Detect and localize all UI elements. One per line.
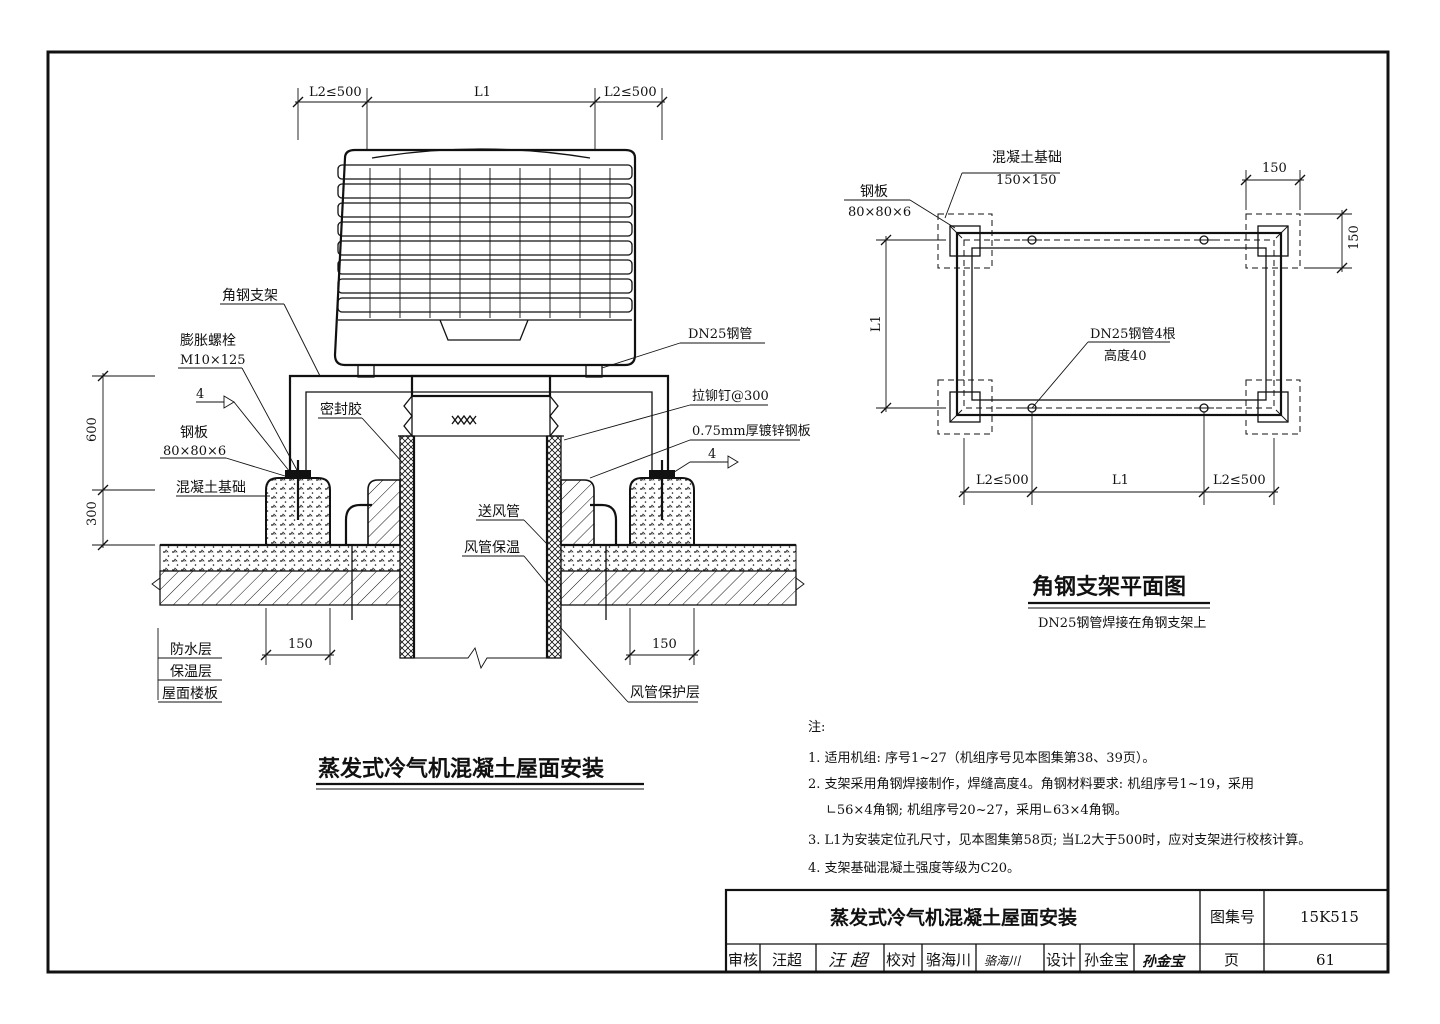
bottom-dims: 150 150	[260, 608, 700, 665]
notes-heading: 注:	[808, 720, 825, 735]
label-weld-left: 4	[196, 387, 204, 402]
design-label: 设计	[1046, 951, 1076, 969]
section-labels-left: 角钢支架 膨胀螺栓 M10×125 4 钢板 80×80×6 混凝土基础 密封胶…	[157, 288, 403, 703]
top-dimension: L2≤500 L1 L2≤500	[292, 85, 668, 150]
section-title: 蒸发式冷气机混凝土屋面安装	[318, 756, 604, 782]
plan-dim-h150: 150	[1347, 225, 1362, 250]
atlas-label: 图集号	[1210, 908, 1255, 926]
plan-dim-l1: L1	[1112, 473, 1129, 488]
note-2-cont: ∟56×4角钢; 机组序号20~27，采用∟63×4角钢。	[826, 803, 1128, 818]
section-view: L2≤500 L1 L2≤500	[85, 85, 811, 790]
label-duct-insulation: 风管保温	[464, 540, 520, 556]
concrete-base-left	[265, 460, 331, 546]
plan-label-steel-plate: 钢板	[860, 184, 888, 200]
dim-150-right: 150	[652, 637, 677, 652]
concrete-base-right	[629, 460, 695, 546]
plan-label-base-spec: 150×150	[996, 173, 1057, 188]
duct-curb-left	[344, 479, 401, 546]
atlas-number: 15K515	[1300, 908, 1359, 926]
page-number: 61	[1316, 951, 1335, 969]
checker-name: 骆海川	[926, 951, 971, 969]
plan-dim-l2-right: L2≤500	[1213, 473, 1266, 488]
label-insulation: 保温层	[170, 664, 212, 680]
label-dn25: DN25钢管	[688, 327, 752, 342]
plan-label-pipes: DN25钢管4根	[1090, 327, 1176, 342]
plan-dim-w150: 150	[1262, 161, 1287, 176]
plan-base-br	[1245, 379, 1301, 435]
page-label: 页	[1224, 951, 1239, 969]
dim-300: 300	[85, 501, 100, 526]
checker-signature: 骆海川	[984, 954, 1022, 968]
reviewer-signature: 汪 超	[828, 951, 870, 971]
note-2: 2. 支架采用角钢焊接制作，焊缝高度4。角钢材料要求: 机组序号1~19，采用	[808, 776, 1254, 792]
note-3: 3. L1为安装定位孔尺寸，见本图集第58页; 当L2大于500时，应对支架进行…	[808, 832, 1311, 848]
label-rivet: 拉铆钉@300	[692, 389, 769, 404]
label-weld-right: 4	[708, 447, 716, 462]
plan-title: 角钢支架平面图	[1032, 574, 1186, 600]
title-block-title: 蒸发式冷气机混凝土屋面安装	[830, 906, 1077, 929]
plan-label-pipe-height: 高度40	[1104, 348, 1147, 364]
left-vertical-dims: 600 300	[85, 370, 155, 551]
dim-150-left: 150	[288, 637, 313, 652]
label-waterproof: 防水层	[170, 642, 212, 658]
sheet-border	[46, 50, 1390, 974]
plan-view: 混凝土基础 150×150 钢板 80×80×6 DN25钢管4根 高度40 1…	[844, 149, 1362, 631]
label-steel-plate: 钢板	[180, 425, 208, 441]
review-label: 审核	[728, 951, 758, 969]
plan-angle-frame	[955, 231, 1283, 417]
check-label: 校对	[886, 951, 916, 969]
note-4: 4. 支架基础混凝土强度等级为C20。	[808, 860, 1020, 876]
plan-base-tr	[1245, 213, 1301, 269]
label-bolt-spec: M10×125	[180, 353, 246, 368]
label-duct-protection: 风管保护层	[630, 685, 700, 701]
label-plate-spec: 80×80×6	[163, 444, 226, 459]
dim-l1: L1	[474, 85, 491, 100]
cooler-unit	[333, 148, 637, 378]
label-sealant: 密封胶	[320, 401, 362, 418]
plan-base-tl	[937, 213, 993, 269]
angle-bracket-frame	[288, 374, 670, 476]
label-expansion-bolt: 膨胀螺栓	[180, 332, 236, 349]
note-1: 1. 适用机组: 序号1~27（机组序号见本图集第38、39页）。	[808, 750, 1155, 766]
plan-dim-l1-vertical: L1	[869, 315, 884, 332]
designer-signature: 孙金宝	[1142, 953, 1186, 970]
plan-subtitle: DN25钢管焊接在角钢支架上	[1038, 615, 1206, 631]
label-concrete-base: 混凝土基础	[176, 479, 246, 496]
label-supply-duct: 送风管	[478, 504, 520, 520]
section-labels-right: DN25钢管 拉铆钉@300 0.75mm厚镀锌钢板 4 送风管 风管保温 风管…	[462, 327, 811, 703]
plan-label-concrete-base: 混凝土基础	[992, 149, 1062, 166]
label-galv-sheet: 0.75mm厚镀锌钢板	[692, 423, 811, 439]
plan-base-bl	[937, 379, 993, 435]
title-block: 蒸发式冷气机混凝土屋面安装 图集号 15K515 审核 汪超 汪 超 校对 骆海…	[724, 888, 1390, 974]
notes: 注: 1. 适用机组: 序号1~27（机组序号见本图集第38、39页）。 2. …	[808, 720, 1311, 876]
designer-name: 孙金宝	[1084, 951, 1129, 969]
plan-label-plate-spec: 80×80×6	[848, 205, 911, 220]
label-roof-slab: 屋面楼板	[162, 686, 218, 702]
label-angle-bracket: 角钢支架	[222, 288, 278, 304]
reviewer-name: 汪超	[772, 951, 802, 969]
dim-l2-right: L2≤500	[604, 85, 657, 100]
duct-curb-right	[560, 479, 618, 546]
flex-connector	[398, 374, 564, 437]
plan-dim-l2-left: L2≤500	[976, 473, 1029, 488]
dim-l2-left: L2≤500	[309, 85, 362, 100]
dim-600: 600	[85, 417, 100, 442]
